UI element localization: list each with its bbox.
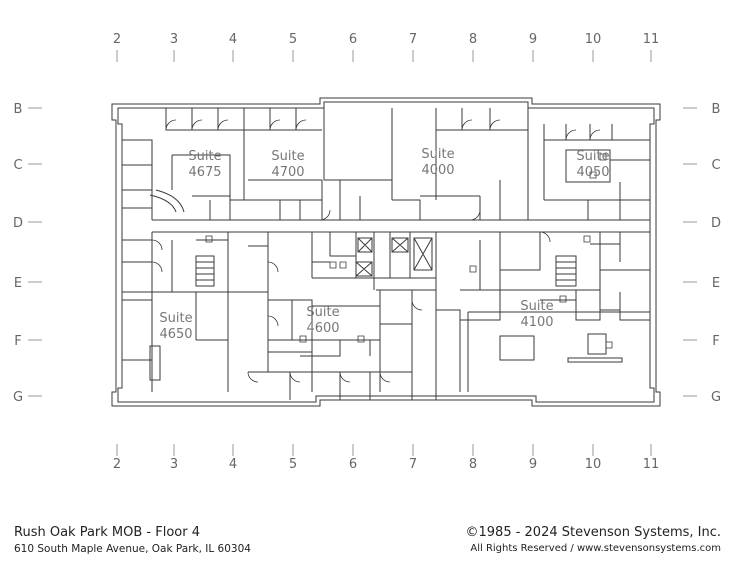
rights-notice: All Rights Reserved / www.stevensonsyste… bbox=[470, 543, 721, 554]
grid-column-label-bottom: 2 bbox=[113, 457, 121, 472]
suite-4600-walls bbox=[227, 232, 413, 400]
grid-row-label-left: E bbox=[14, 276, 22, 291]
exterior-wall-inner bbox=[117, 101, 655, 403]
grid-column-label-bottom: 3 bbox=[170, 457, 178, 472]
grid-column-label-bottom: 9 bbox=[529, 457, 537, 472]
grid-column-label-bottom: 5 bbox=[289, 457, 297, 472]
suite-number: 4100 bbox=[520, 315, 553, 330]
fixtures bbox=[205, 153, 613, 349]
grid-column-label-top: 2 bbox=[113, 32, 121, 47]
grid-column-label-top: 11 bbox=[643, 32, 660, 47]
stair-left bbox=[195, 255, 215, 287]
suite-number: 4675 bbox=[188, 165, 221, 180]
suite-label: Suite bbox=[271, 149, 304, 164]
grid-column-label-bottom: 7 bbox=[409, 457, 417, 472]
top-room-walls bbox=[165, 108, 650, 220]
suite-label: Suite bbox=[520, 299, 553, 314]
building-address: 610 South Maple Avenue, Oak Park, IL 603… bbox=[14, 543, 251, 555]
grid-column-label-bottom: 4 bbox=[229, 457, 237, 472]
suite-4000-walls bbox=[339, 130, 501, 221]
grid-column-label-top: 8 bbox=[469, 32, 477, 47]
grid-column-label-bottom: 6 bbox=[349, 457, 357, 472]
suite-number: 4600 bbox=[306, 321, 339, 336]
right-wing-walls bbox=[590, 199, 650, 292]
grid-row-label-right: C bbox=[711, 158, 720, 173]
grid-row-label-left: B bbox=[14, 102, 23, 117]
grid-row-label-right: D bbox=[711, 216, 721, 231]
suite-label: Suite bbox=[576, 149, 609, 164]
grid-column-label-top: 10 bbox=[585, 32, 602, 47]
suite-label: Suite bbox=[421, 147, 454, 162]
grid-row-label-right: F bbox=[712, 334, 719, 349]
grid-row-label-right: E bbox=[712, 276, 720, 291]
suite-4675-4700-walls bbox=[192, 130, 323, 220]
suite-labels: Suite 4675 Suite 4700 Suite 4000 Suite 4… bbox=[159, 147, 609, 342]
grid-row-label-right: B bbox=[712, 102, 721, 117]
grid-column-label-top: 4 bbox=[229, 32, 237, 47]
suite-number: 4050 bbox=[576, 165, 609, 180]
suite-number: 4000 bbox=[421, 163, 454, 178]
grid-column-label-top: 3 bbox=[170, 32, 178, 47]
suite-label: Suite bbox=[188, 149, 221, 164]
suite-label: Suite bbox=[306, 305, 339, 320]
building-walls bbox=[111, 97, 661, 407]
lobby-curve bbox=[149, 189, 185, 213]
grid-column-label-top: 9 bbox=[529, 32, 537, 47]
grid-column-label-top: 7 bbox=[409, 32, 417, 47]
grid-row-label-left: C bbox=[13, 158, 22, 173]
suite-number: 4650 bbox=[159, 327, 192, 342]
core-walls bbox=[311, 232, 437, 291]
grid-column-label-top: 6 bbox=[349, 32, 357, 47]
exterior-wall-outer bbox=[111, 97, 661, 407]
door-swings bbox=[151, 119, 601, 383]
copyright-notice: ©1985 - 2024 Stevenson Systems, Inc. bbox=[465, 525, 722, 540]
suite-label: Suite bbox=[159, 311, 192, 326]
grid-row-label-left: D bbox=[13, 216, 23, 231]
suite-number: 4700 bbox=[271, 165, 304, 180]
floor-title: Rush Oak Park MOB - Floor 4 bbox=[14, 525, 200, 540]
suite-4650-walls bbox=[122, 292, 228, 392]
grid-row-label-left: F bbox=[14, 334, 21, 349]
grid-row-label-right: G bbox=[711, 390, 721, 405]
suite-4050-walls bbox=[543, 140, 650, 220]
elevator-shafts bbox=[355, 237, 433, 277]
grid-row-label-left: G bbox=[13, 390, 23, 405]
grid-column-label-bottom: 8 bbox=[469, 457, 477, 472]
suite-4100-walls bbox=[435, 232, 650, 400]
stair-right bbox=[555, 255, 577, 287]
grid-column-label-bottom: 10 bbox=[585, 457, 602, 472]
grid-column-label-bottom: 11 bbox=[643, 457, 660, 472]
grid-column-label-top: 5 bbox=[289, 32, 297, 47]
